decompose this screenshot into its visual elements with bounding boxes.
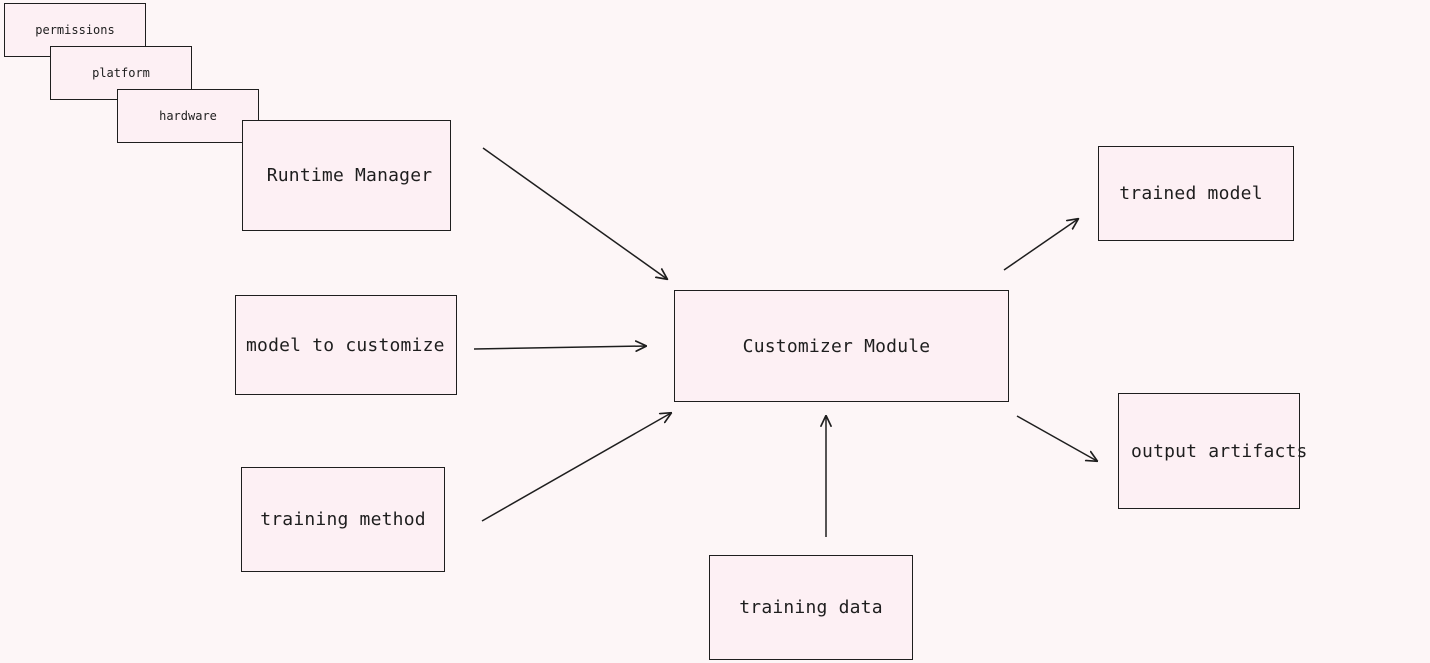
arrow-runtime-to-customizer bbox=[482, 147, 667, 279]
hardware-box: hardware bbox=[117, 89, 259, 143]
arrow-model-to-customizer bbox=[473, 346, 646, 349]
model-to-customize-box: model to customize bbox=[235, 295, 457, 395]
customizer-module-box: Customizer Module bbox=[674, 290, 1009, 402]
platform-label: platform bbox=[92, 66, 150, 80]
trained-model-box: trained model bbox=[1098, 146, 1294, 241]
training-data-box: training data bbox=[709, 555, 913, 660]
model-to-customize-label: model to customize bbox=[246, 334, 445, 356]
training-method-label: training method bbox=[260, 509, 426, 530]
arrow-customizer-to-artifacts bbox=[1016, 415, 1097, 461]
output-artifacts-label: output artifacts bbox=[1131, 440, 1308, 462]
runtime-manager-label: Runtime Manager bbox=[266, 165, 433, 186]
training-method-box: training method bbox=[241, 467, 445, 572]
output-artifacts-box: output artifacts bbox=[1118, 393, 1307, 509]
runtime-manager-box: Runtime Manager bbox=[242, 120, 451, 231]
trained-model-label: trained model bbox=[1119, 183, 1263, 204]
permissions-label: permissions bbox=[35, 23, 115, 37]
training-data-label: training data bbox=[739, 597, 883, 618]
arrow-customizer-to-trained-model bbox=[1003, 219, 1078, 271]
hardware-label: hardware bbox=[159, 109, 217, 123]
customizer-module-label: Customizer Module bbox=[742, 335, 931, 357]
arrow-method-to-customizer bbox=[481, 413, 671, 522]
